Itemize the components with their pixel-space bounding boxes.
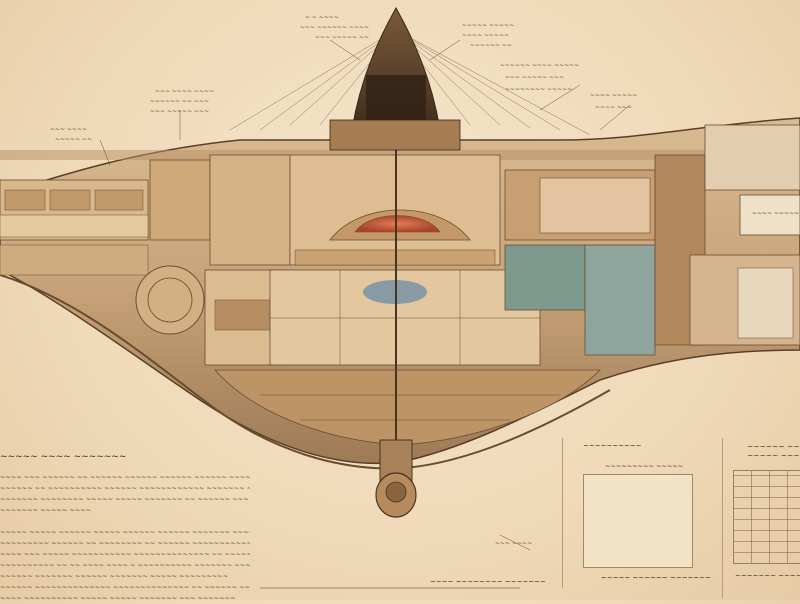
notes-line: ~~~~~~~ ~~~~~~~~ ~~~~~ ~~~~~ ~~~~~~~ ~~ … bbox=[0, 495, 250, 503]
notes-line: ~~~~~~~~~ ~~~~~~ ~~ ~~~~~~~~ ~~ ~~~~~~ ~… bbox=[0, 539, 250, 547]
table-panel: ~~~~~~ ~~~~~ ~~~~~ ~~~~ ~~~ ~~~~~~~ ~~~~… bbox=[722, 438, 800, 598]
annotation-label: ~~~~~~~~ ~~~~~ bbox=[505, 86, 573, 93]
annotation-label: ~ ~ ~~~~ bbox=[305, 14, 339, 21]
notes-line: ~~~~ ~~~~~~~~~~ ~~~~~ ~~~~~ ~~~~~~~ ~~~ … bbox=[0, 594, 236, 602]
map-panel-title: ~~~~~~~~~~ bbox=[583, 442, 642, 450]
notes-line: ~~~~~~ ~~~~~~~ ~~~~~~ ~~~~~~~ ~~~~~ ~~~~… bbox=[0, 572, 229, 580]
annotation-label: ~~~ ~~~~ bbox=[495, 540, 533, 547]
notes-line: ~~~~~~~~~~ ~~ ~~ ~~~~ ~~~~ ~ ~~~~~~~~~~ … bbox=[0, 561, 250, 569]
observation-dome bbox=[329, 6, 461, 151]
central-hall bbox=[269, 154, 541, 366]
notes-line: ~~~~~ ~~~~~ ~~~~~~ ~~~~~ ~~~~~~ ~~~~~~ ~… bbox=[0, 528, 250, 536]
map-panel: ~~~~~~~~~~ ~~~~~~~~~ ~~~~~ ~~~~~ ~~~~~~ … bbox=[562, 438, 713, 588]
annotation-label: ~~~ ~~~~~ ~~~ bbox=[505, 74, 565, 81]
annotation-label: ~~~~~ ~~ bbox=[55, 136, 93, 143]
table-panel-caption: ~~~~~~~ ~~~~~~~~~ bbox=[735, 572, 800, 580]
annotation-label: ~~~~~~ ~~~~ ~~~~~ bbox=[500, 62, 580, 69]
notes-line: ~~~~ ~~~ ~~~~~~ ~~ ~~~~~~ ~~~~~~ ~~~~~~ … bbox=[0, 473, 250, 481]
lower-hold bbox=[214, 369, 601, 446]
annotation-leaders bbox=[99, 39, 631, 551]
notes-line: ~~~~~~~ ~~~~~ ~~~~ bbox=[0, 506, 92, 514]
annotation-label: ~~~ ~~~~~ ~~~ bbox=[150, 108, 210, 115]
annotation-label: ~~~~ ~~~~~ bbox=[462, 32, 510, 39]
annotation-label: ~~~~~~ ~~ bbox=[470, 42, 513, 49]
table-panel-title: ~~~~~~ ~~~~~ ~~~~~ ~~~~ ~~~ bbox=[747, 442, 800, 460]
annotation-label: ~~~~ ~~~~~~ bbox=[752, 210, 800, 217]
right-compartments bbox=[504, 124, 800, 356]
spec-table-grid bbox=[733, 470, 800, 564]
annotation-label: ~~~ ~~~~ ~~~~ bbox=[155, 88, 215, 95]
annotation-label: ~~~~~ ~~~~~ bbox=[462, 22, 515, 29]
bottom-pod bbox=[375, 439, 417, 518]
notes-heading: ~~~~~ ~~~~ ~~~~~~~ bbox=[0, 452, 127, 462]
map-panel-caption: ~~~~~ ~~~~~~ ~~~~~~~ bbox=[601, 574, 712, 582]
keel-line bbox=[0, 274, 611, 470]
notes-block: ~~~~ ~~~ ~~~~~~ ~~ ~~~~~~ ~~~~~~ ~~~~~~ … bbox=[0, 472, 250, 604]
map-panel-subtitle: ~~~~~~~~~ ~~~~~ bbox=[605, 462, 684, 470]
annotation-label: ~~~~ ~~~~~ bbox=[590, 92, 638, 99]
notes-line: ~~~~ ~~~ ~~~~~ ~~~~~~~~~~~ ~~~~~~~~~~~~~… bbox=[0, 550, 250, 558]
annotation-label: ~~~ ~~~~~~ ~~~~ bbox=[300, 24, 370, 31]
annotation-label: ~~~~~~ ~~ ~~~ bbox=[150, 98, 210, 105]
bottom-caption: ~~~~ ~~~~~~~~ ~~~~~~~ bbox=[430, 578, 546, 586]
notes-line bbox=[0, 516, 250, 527]
annotation-label: ~~~ ~~~~ bbox=[50, 126, 88, 133]
rigging-lines bbox=[229, 29, 591, 136]
left-machinery bbox=[135, 154, 291, 366]
map-sketch-frame bbox=[583, 474, 693, 568]
table-panel-title-line1: ~~~~~~ ~~~~~ bbox=[747, 442, 800, 451]
annotation-label: ~~~~ ~~~ bbox=[595, 104, 633, 111]
notes-line: ~~~~~~ ~~ ~~~~~~~~~~ ~~~~~~ ~~~~~~~~~~~~… bbox=[0, 484, 250, 492]
annotation-label: ~~~ ~~~~~ ~~ bbox=[315, 34, 370, 41]
table-panel-title-line2: ~~~~~ ~~~~ ~~~ bbox=[747, 451, 800, 460]
notes-line: ~~~~~~ ~~~~~~~~~~~~~~ ~~~~~~~~~~~~~~ ~~ … bbox=[0, 583, 250, 591]
